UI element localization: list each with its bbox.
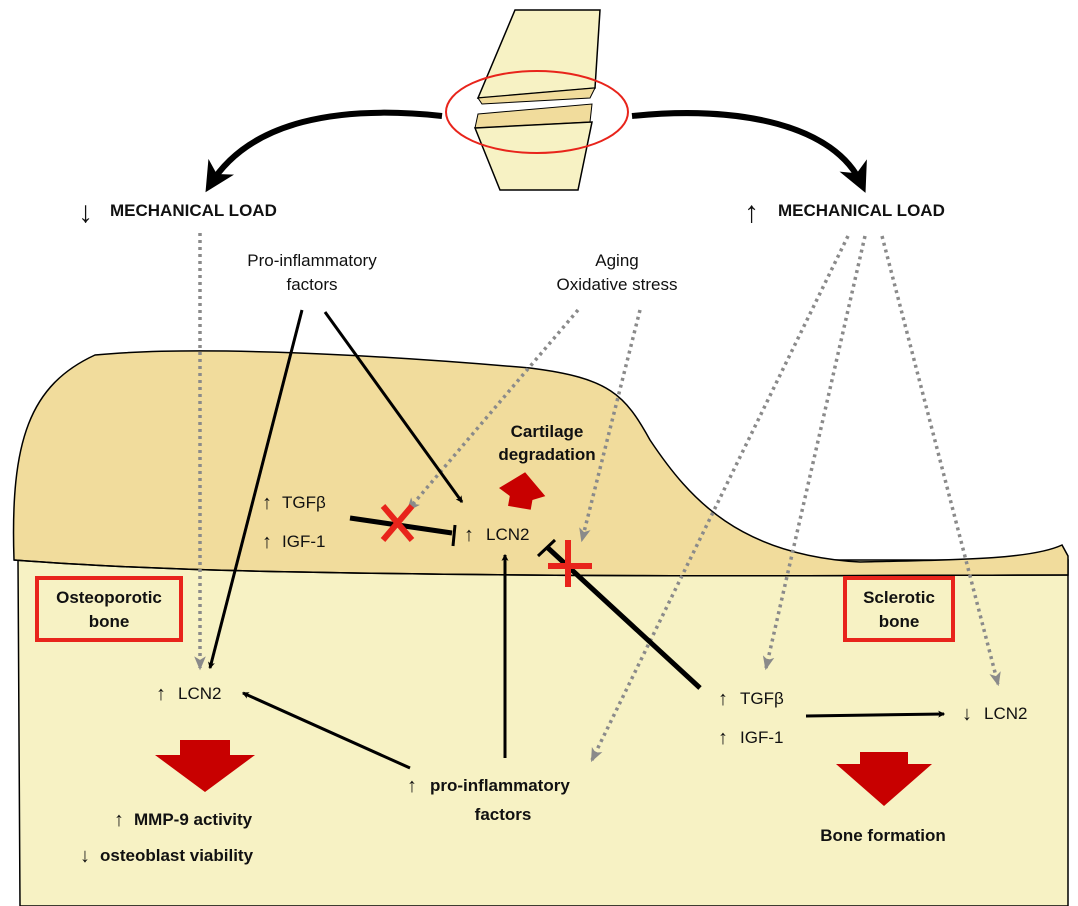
cartilage-degradation-line2: degradation — [498, 445, 595, 464]
arrow-bone-proinf-to-left-lcn2 — [241, 691, 411, 770]
bone-proinf-line2: factors — [475, 805, 532, 824]
bone-proinf-arrow: ↑ — [407, 775, 417, 797]
sclerotic-line2: bone — [879, 612, 920, 631]
proinf-line2: factors — [286, 275, 337, 294]
left-down-arrow — [155, 740, 255, 792]
right-down-arrow — [836, 752, 932, 806]
dotted-arrow-aging-1 — [406, 308, 580, 512]
bone-formation-label: Bone formation — [820, 826, 946, 845]
cart-igf-arrow: ↑ — [262, 531, 272, 553]
inhibition-bar-cart — [451, 524, 457, 547]
left-lcn2-arrow: ↑ — [156, 683, 166, 705]
knee-joint-icon — [445, 9, 629, 191]
high-load-label: MECHANICAL LOAD — [778, 201, 945, 220]
osteo-label: osteoblast viability — [100, 846, 254, 865]
proinf-line1: Pro-inflammatory — [247, 251, 377, 270]
dotted-arrow-high-load-3 — [880, 235, 1001, 687]
curved-arrow-left — [205, 109, 443, 193]
sclerotic-line1: Sclerotic — [863, 588, 935, 607]
dotted-arrow-high-load-1 — [590, 235, 850, 763]
right-lcn2-arrow: ↓ — [962, 703, 972, 725]
left-lcn2: LCN2 — [178, 684, 221, 703]
bone-tgf-arrow: ↑ — [718, 688, 728, 710]
arrow-tgf-to-lcn2-right — [805, 710, 946, 718]
cart-tgf: TGFβ — [282, 493, 326, 512]
cart-tgf-arrow: ↑ — [262, 492, 272, 514]
low-load-arrow: ↓ — [78, 196, 93, 229]
blocked-cross-right — [548, 540, 592, 587]
bone-igf: IGF-1 — [740, 728, 783, 747]
blocked-cross-left — [380, 504, 415, 542]
curved-arrow-right — [631, 110, 867, 193]
cartilage-bone-interface — [13, 559, 1069, 577]
mmp-label: MMP-9 activity — [134, 810, 253, 829]
cartilage-degradation-line1: Cartilage — [511, 422, 584, 441]
bone-tgf: TGFβ — [740, 689, 784, 708]
cart-igf: IGF-1 — [282, 532, 325, 551]
cartilage-degradation-arrow — [499, 472, 546, 510]
high-load-arrow: ↑ — [744, 196, 759, 229]
black-arrows — [208, 309, 946, 770]
arrow-proinf-to-cart-lcn2 — [323, 311, 464, 503]
osteoporotic-line2: bone — [89, 612, 130, 631]
aging-line2: Oxidative stress — [557, 275, 678, 294]
dotted-arrow-aging-2 — [579, 309, 642, 543]
sclerotic-bone-box — [843, 576, 955, 642]
osteo-arrow: ↓ — [80, 845, 90, 867]
arrow-proinf-to-bone-lcn2 — [208, 309, 304, 670]
joint-highlight-circle — [445, 70, 629, 154]
osteoporotic-line1: Osteoporotic — [56, 588, 162, 607]
bone-proinf-line1: pro-inflammatory — [430, 776, 570, 795]
mmp-arrow: ↑ — [114, 809, 124, 831]
cart-lcn2: LCN2 — [486, 525, 529, 544]
right-lcn2: LCN2 — [984, 704, 1027, 723]
osteoporotic-bone-box — [35, 576, 183, 642]
aging-line1: Aging — [595, 251, 638, 270]
inhibition-bar-bone — [536, 538, 557, 558]
inhibition-bone-tgf-lcn2 — [546, 546, 702, 690]
low-load-label: MECHANICAL LOAD — [110, 201, 277, 220]
dotted-arrows — [194, 233, 1001, 763]
bone-igf-arrow: ↑ — [718, 727, 728, 749]
cart-lcn2-arrow: ↑ — [464, 524, 474, 546]
